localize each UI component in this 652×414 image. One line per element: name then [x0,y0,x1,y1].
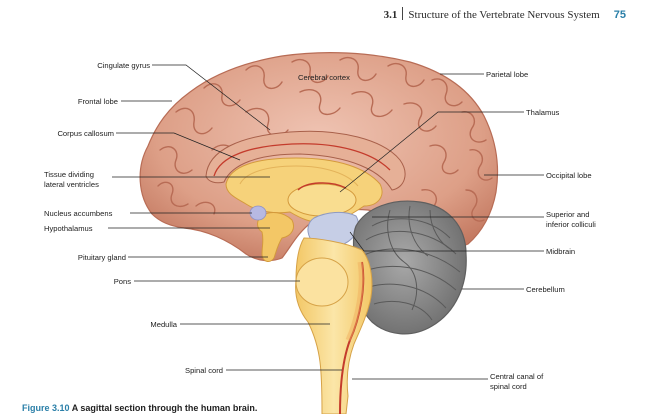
label-hypothalamus: Hypothalamus [44,224,93,233]
label-pons: Pons [114,277,132,286]
label-superior-colliculi-line1: Superior and [546,210,589,219]
label-medulla: Medulla [150,320,177,329]
thalamus-shape [287,183,357,217]
ventricle-outline [213,143,391,177]
label-midbrain: Midbrain [546,247,575,256]
nucleus-accumbens-shape [249,205,267,221]
label-nucleus-accumbens: Nucleus accumbens [44,209,113,218]
leader-thalamus [339,111,524,193]
section-title: Structure of the Vertebrate Nervous Syst… [408,9,600,21]
figure-caption: Figure 3.10 A sagittal section through t… [22,403,257,413]
figure-number: Figure 3.10 [22,403,70,413]
leader-corpus-callosum [116,132,241,161]
label-central-canal-line1: Central canal of [490,372,544,381]
label-frontal-lobe: Frontal lobe [78,97,118,106]
leader-cingulate-gyrus [152,64,271,131]
cerebellum-folia [361,205,461,321]
label-spinal-cord: Spinal cord [185,366,223,375]
label-occipital-lobe: Occipital lobe [546,171,592,180]
label-cingulate-gyrus: Cingulate gyrus [97,61,150,70]
hypothalamus-shape [257,212,295,262]
label-thalamus: Thalamus [526,108,560,117]
label-central-canal-line2: spinal cord [490,382,527,391]
pons-shape [295,257,349,307]
leader-lines [108,64,544,380]
label-cerebral-cortex: Cerebral cortex [298,73,350,82]
label-superior-colliculi-line2: inferior colliculi [546,220,596,229]
header-divider [402,7,404,20]
leader-midbrain [349,231,544,252]
label-cerebellum: Cerebellum [526,285,565,294]
label-tissue-dividing-line1: Tissue dividing [44,170,94,179]
label-tissue-dividing-line2: lateral ventricles [44,180,99,189]
page-number: 75 [613,9,626,21]
label-corpus-callosum: Corpus callosum [57,129,114,138]
figure-caption-text: A sagittal section through the human bra… [71,403,258,413]
label-pituitary-gland: Pituitary gland [78,253,126,262]
section-number: 3.1 [383,9,398,21]
page-header: 3.1 Structure of the Vertebrate Nervous S… [384,7,626,21]
label-parietal-lobe: Parietal lobe [486,70,528,79]
